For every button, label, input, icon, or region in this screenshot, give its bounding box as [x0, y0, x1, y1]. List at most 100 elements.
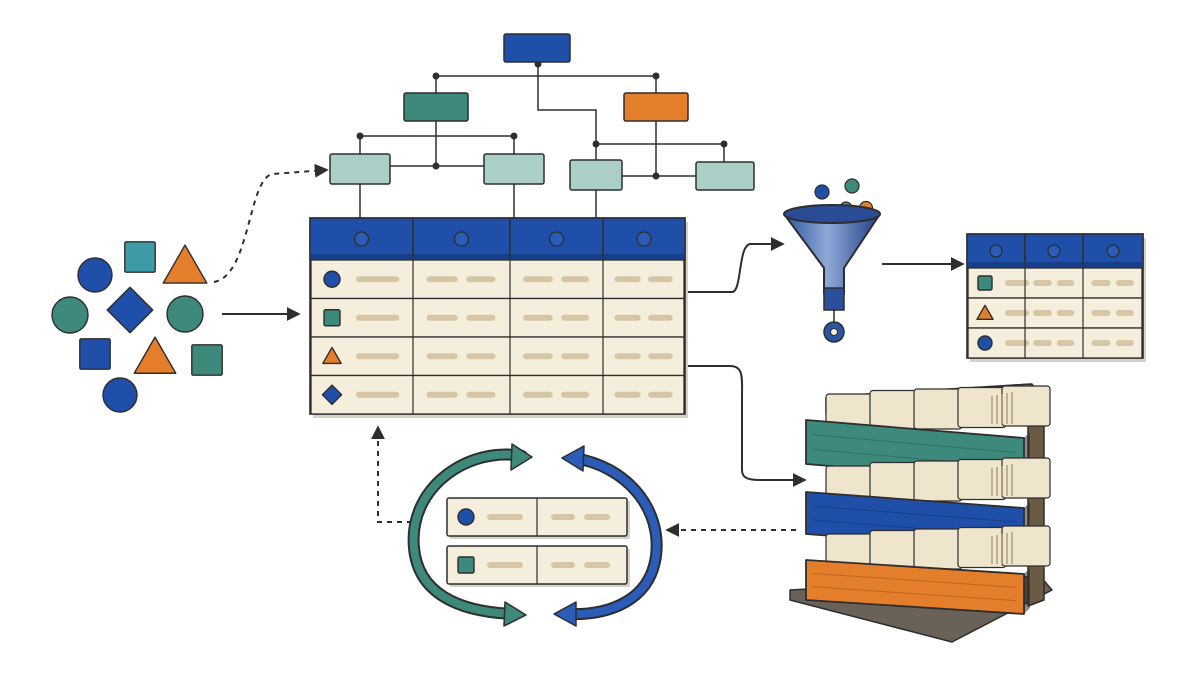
- cycle-arrowhead-blue-top: [561, 445, 585, 472]
- cell-placeholder-bar: [584, 562, 610, 568]
- cell-placeholder-bar: [426, 314, 458, 321]
- cell-placeholder-bar: [466, 276, 496, 283]
- table-row: [967, 327, 1143, 359]
- cell-placeholder-bar: [1116, 280, 1134, 286]
- file-card: [1001, 457, 1051, 499]
- cell-placeholder-bar: [648, 276, 673, 283]
- cell-placeholder-bar: [1033, 310, 1052, 316]
- hierarchy-nodes: [329, 33, 755, 191]
- table-row: [967, 267, 1143, 299]
- cell-placeholder-bar: [466, 391, 496, 398]
- file-card: [913, 460, 963, 502]
- cell-placeholder-bar: [648, 353, 673, 360]
- cell-placeholder-bar: [466, 314, 496, 321]
- cell-placeholder-bar: [523, 314, 553, 321]
- cell-placeholder-bar: [648, 314, 673, 321]
- cell-placeholder-bar: [487, 514, 523, 520]
- main-table: [309, 217, 688, 418]
- square-icon: [323, 309, 341, 327]
- cell-placeholder-bar: [356, 353, 400, 360]
- cell-placeholder-bar: [523, 391, 553, 398]
- cell-placeholder-bar: [426, 353, 458, 360]
- header-knob-icon: [353, 231, 370, 247]
- circle-icon: [323, 270, 341, 288]
- cycle-arrowhead-blue-bottom: [553, 601, 577, 627]
- cell-placeholder-bar: [487, 562, 523, 568]
- cell-placeholder-bar: [614, 353, 641, 360]
- cell-placeholder-bar: [1056, 280, 1075, 286]
- cycle-arrow-blue-body: [562, 454, 661, 619]
- dashed-arrow-cycle-to-table: [371, 425, 412, 523]
- table-header-cell: [602, 217, 686, 261]
- hierarchy-leaf-node: [329, 153, 391, 185]
- file-card: [957, 458, 1007, 501]
- cycle-cards: [446, 497, 630, 587]
- triangle-icon: [976, 304, 994, 320]
- table-header-cell: [1024, 233, 1084, 269]
- cell-placeholder-bar: [551, 562, 575, 568]
- file-card: [913, 528, 963, 570]
- tier-box-side: [1024, 568, 1030, 614]
- square-icon: [977, 275, 993, 291]
- cell-placeholder-bar: [584, 514, 610, 520]
- cell-placeholder-bar: [523, 276, 553, 283]
- table-row: [310, 374, 685, 415]
- file-card: [957, 386, 1007, 429]
- funnel-icon: [783, 213, 881, 295]
- table-header-cell: [309, 217, 414, 261]
- hierarchy-links: [359, 62, 725, 218]
- hierarchy-node-mid-right: [623, 92, 689, 122]
- header-knob-icon: [453, 231, 470, 247]
- square-shape: [79, 338, 111, 370]
- hierarchy-root-node: [503, 33, 571, 63]
- table-header-cell: [966, 233, 1026, 269]
- file-card: [1001, 525, 1051, 567]
- table-header-cell: [509, 217, 604, 261]
- funnel-rim: [783, 204, 881, 224]
- table-row: [310, 259, 685, 300]
- hierarchy-leaf-node: [695, 161, 755, 191]
- cycle-card: [446, 497, 630, 539]
- arrow-table-to-funnel: [688, 237, 785, 293]
- cell-placeholder-bar: [1005, 340, 1030, 346]
- storage-cabinet: [789, 383, 1053, 643]
- cell-placeholder-bar: [1091, 340, 1111, 346]
- cycle-card: [446, 545, 630, 587]
- storage-tiers: [805, 385, 1051, 615]
- cell-placeholder-bar: [614, 314, 641, 321]
- file-card: [957, 526, 1007, 569]
- cell-placeholder-bar: [561, 314, 590, 321]
- circle-icon: [457, 508, 475, 526]
- storage-tier-orange: [805, 525, 1051, 615]
- hierarchy-tree: [329, 33, 755, 218]
- cell-placeholder-bar: [561, 391, 590, 398]
- triangle-icon: [322, 346, 342, 365]
- funnel-spout: [823, 287, 845, 311]
- file-card: [913, 388, 963, 430]
- cell-placeholder-bar: [1033, 340, 1052, 346]
- funnel-output-drop-center: [830, 328, 838, 336]
- table-row: [310, 336, 685, 377]
- cell-placeholder-bar: [561, 276, 590, 283]
- update-cycle: [407, 443, 663, 627]
- file-card: [1001, 385, 1051, 427]
- diamond-icon: [321, 384, 343, 406]
- cell-placeholder-bar: [356, 276, 400, 283]
- header-knob-icon: [548, 231, 565, 247]
- hierarchy-junctions: [356, 60, 728, 180]
- square-shape: [191, 344, 223, 376]
- cell-placeholder-bar: [426, 391, 458, 398]
- circle-shape: [77, 257, 113, 293]
- cell-placeholder-bar: [614, 391, 641, 398]
- cell-placeholder-bar: [614, 276, 641, 283]
- cell-placeholder-bar: [1091, 280, 1111, 286]
- cell-placeholder-bar: [523, 353, 553, 360]
- table-row: [310, 297, 685, 338]
- cell-placeholder-bar: [551, 514, 575, 520]
- header-knob-icon: [1047, 244, 1061, 258]
- funnel-ball: [814, 184, 830, 200]
- circle-shape: [102, 377, 138, 413]
- header-knob-icon: [636, 231, 652, 247]
- square-shape: [124, 241, 156, 273]
